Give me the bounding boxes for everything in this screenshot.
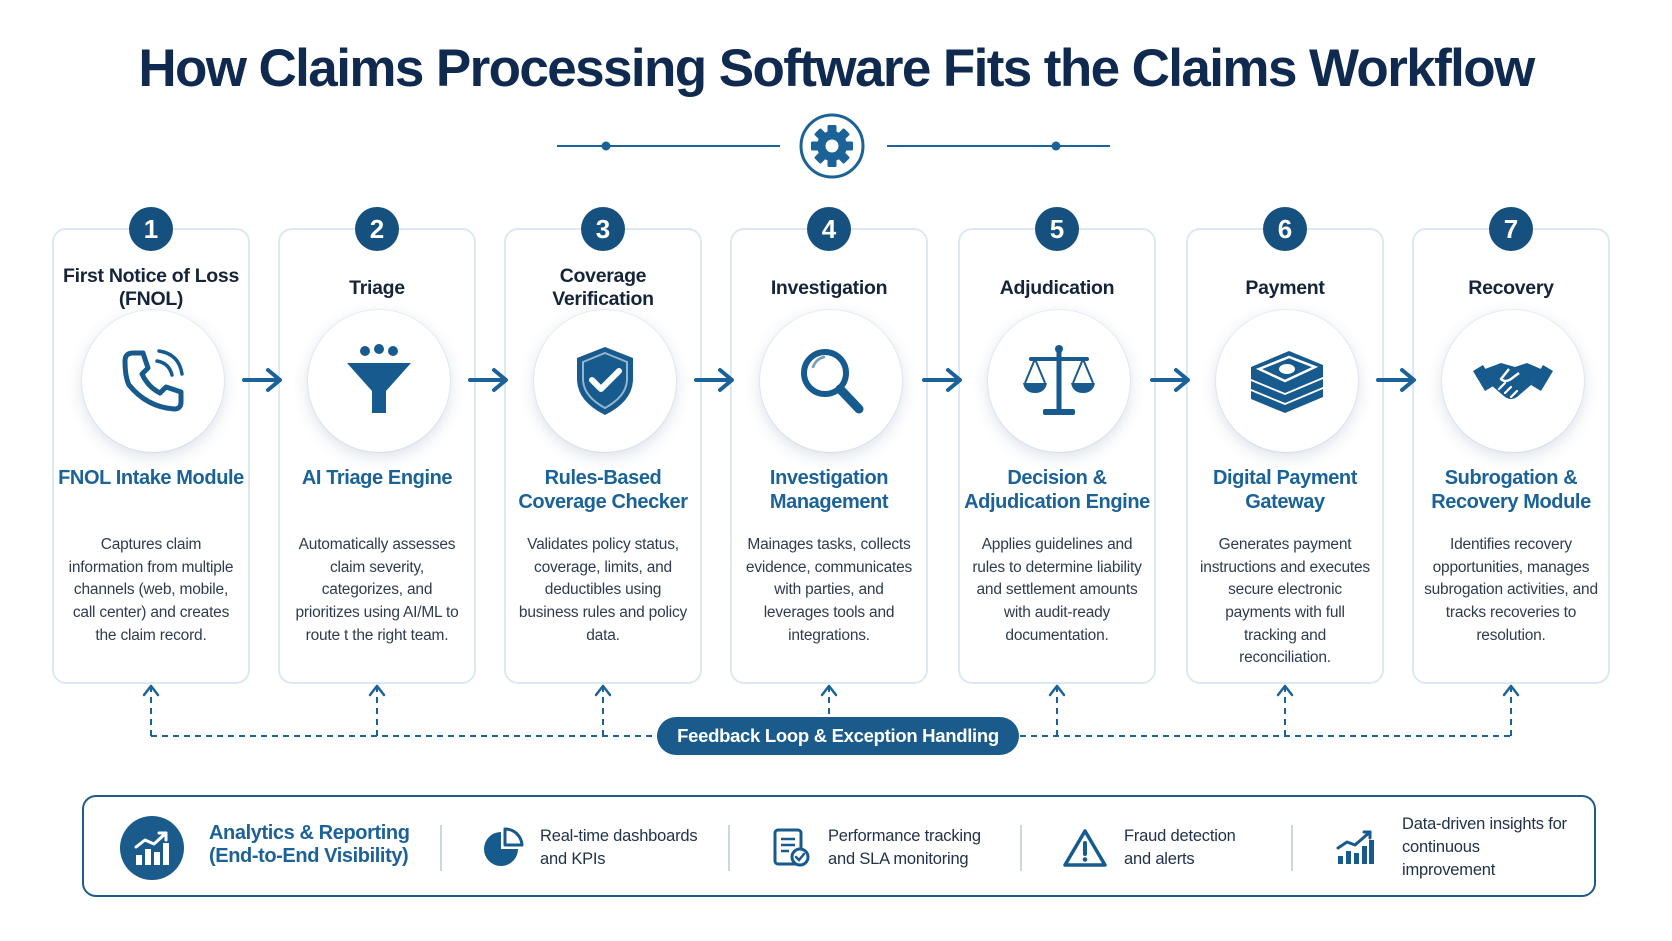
step-card-payment: Payment Digital Payment Gateway Generate… xyxy=(1186,228,1384,684)
step-number-badge: 4 xyxy=(807,207,851,251)
analytics-item: Data-driven insights for continuous impr… xyxy=(1334,813,1570,881)
module-name: AI Triage Engine xyxy=(301,467,453,489)
step-card-triage: Triage AI Triage Engine Automatically as… xyxy=(278,228,476,684)
step-number-badge: 2 xyxy=(355,207,399,251)
analytics-separator xyxy=(1020,825,1022,871)
analytics-item: Real-time dashboards and KPIs xyxy=(482,825,700,871)
module-name: Investigation Management xyxy=(769,467,889,513)
handshake-icon xyxy=(1473,363,1553,399)
analytics-item-text: Fraud detection and alerts xyxy=(1124,827,1236,868)
flow-arrow-right xyxy=(1376,368,1416,392)
step-number-badge: 7 xyxy=(1489,207,1533,251)
module-description: Mainages tasks, collects evidence, commu… xyxy=(745,536,913,644)
step-card-coverage: Coverage Verification Rules-Based Covera… xyxy=(504,228,702,684)
step-card-recovery: Recovery Subrogation & Recovery Module I… xyxy=(1412,228,1610,684)
step-icon-circle xyxy=(308,310,450,452)
analytics-item: Performance tracking and SLA monitoring xyxy=(770,825,988,871)
analytics-separator xyxy=(1291,825,1293,871)
analytics-item-text: Data-driven insights for continuous impr… xyxy=(1402,815,1567,879)
flow-arrow-right xyxy=(242,368,282,392)
step-title: Adjudication xyxy=(999,276,1115,299)
analytics-panel: Analytics & Reporting (End-to-End Visibi… xyxy=(82,795,1596,897)
analytics-badge xyxy=(120,816,184,880)
flow-arrow-right xyxy=(1150,368,1190,392)
magnifier-icon xyxy=(801,349,864,414)
step-number-badge: 1 xyxy=(129,207,173,251)
page-title: How Claims Processing Software Fits the … xyxy=(138,39,1535,98)
step-card-investigation: Investigation Investigation Management M… xyxy=(730,228,928,684)
module-name: FNOL Intake Module xyxy=(58,467,244,489)
pie-chart-icon xyxy=(484,827,524,866)
analytics-item-text: Performance tracking and SLA monitoring xyxy=(828,827,981,868)
flow-arrow-right xyxy=(468,368,508,392)
module-description: Validates policy status, coverage, limit… xyxy=(518,536,688,644)
analytics-item-text: Real-time dashboards and KPIs xyxy=(540,827,698,868)
module-description: Captures claim information from multiple… xyxy=(68,536,234,644)
analytics-title: Analytics & Reporting (End-to-End Visibi… xyxy=(209,822,410,868)
step-number-badge: 5 xyxy=(1035,207,1079,251)
module-name: Rules-Based Coverage Checker xyxy=(518,467,688,513)
step-icon-circle xyxy=(82,310,224,452)
module-description: Identifies recovery opportunities, manag… xyxy=(1424,536,1598,644)
module-description: Applies guidelines and rules to determin… xyxy=(972,536,1142,644)
analytics-separator xyxy=(728,825,730,871)
step-icon-circle xyxy=(760,310,902,452)
step-icon-circle xyxy=(988,310,1130,452)
module-name: Decision & Adjudication Engine xyxy=(964,467,1150,513)
bar-chart-icon xyxy=(134,831,169,865)
step-title: Triage xyxy=(349,276,405,299)
title-divider xyxy=(557,113,1110,179)
step-title: Investigation xyxy=(770,276,888,299)
scales-icon xyxy=(1023,345,1095,415)
shield-check-icon xyxy=(577,347,633,415)
module-description: Automatically assesses claim severity, c… xyxy=(295,536,459,644)
trend-chart-icon xyxy=(1336,830,1374,865)
analytics-item: Fraud detection and alerts xyxy=(1062,825,1254,871)
analytics-separator xyxy=(440,825,442,871)
gear-icon xyxy=(811,125,853,167)
phone-icon xyxy=(122,349,184,412)
step-number-badge: 3 xyxy=(581,207,625,251)
module-name: Digital Payment Gateway xyxy=(1212,467,1358,513)
flow-arrow-right xyxy=(694,368,734,392)
step-number-badge: 6 xyxy=(1263,207,1307,251)
step-icon-circle xyxy=(1216,310,1358,452)
step-card-fnol: First Notice of Loss (FNOL) FNOL Intake … xyxy=(52,228,250,684)
money-stack-icon xyxy=(1251,351,1323,413)
step-icon-circle xyxy=(534,310,676,452)
module-description: Generates payment instructions and execu… xyxy=(1200,536,1370,667)
step-title: First Notice of Loss (FNOL) xyxy=(62,265,240,310)
step-title: Recovery xyxy=(1468,276,1554,299)
step-title: Payment xyxy=(1245,276,1325,299)
feedback-loop-label: Feedback Loop & Exception Handling xyxy=(657,717,1019,755)
feedback-loop-lines xyxy=(142,684,1520,737)
funnel-icon xyxy=(347,344,411,413)
module-name: Subrogation & Recovery Module xyxy=(1431,467,1591,513)
step-icon-circle xyxy=(1442,310,1584,452)
flow-arrow-right xyxy=(922,368,962,392)
document-check-icon xyxy=(773,828,810,867)
step-card-adjudication: Adjudication Decision & Adjudication Eng… xyxy=(958,228,1156,684)
step-title: Coverage Verification xyxy=(552,265,654,310)
warning-triangle-icon xyxy=(1063,829,1107,867)
